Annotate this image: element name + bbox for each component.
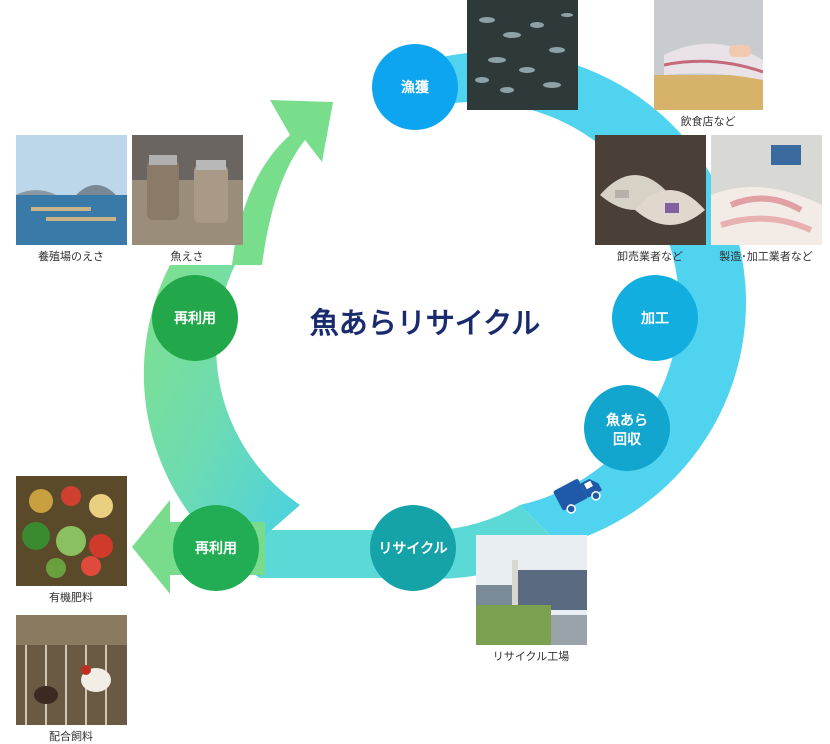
caption-fertilizer: 有機肥料 bbox=[6, 589, 136, 605]
photo-fish-catch bbox=[467, 0, 578, 110]
caption-fish-farm: 養殖場のえさ bbox=[6, 248, 136, 264]
node-reuse-bottom: 再利用 bbox=[173, 505, 259, 591]
caption-restaurant: 飲食店など bbox=[643, 113, 773, 129]
caption-wholesale: 卸売業者など bbox=[585, 248, 715, 264]
node-reuse-bottom-label: 再利用 bbox=[195, 540, 237, 557]
arrow-up-to-catch bbox=[232, 100, 333, 265]
node-collect: 魚あら 回収 bbox=[584, 385, 670, 471]
node-process-label: 加工 bbox=[640, 311, 669, 327]
caption-compound-feed: 配合飼料 bbox=[6, 728, 136, 744]
node-reuse-left: 再利用 bbox=[152, 275, 238, 361]
diagram-title: 魚あらリサイクル bbox=[310, 306, 541, 340]
photo-restaurant bbox=[654, 0, 763, 110]
node-collect-label-1: 魚あら bbox=[606, 412, 648, 429]
node-catch: 漁獲 bbox=[372, 44, 458, 130]
caption-manufacturing: 製造･加工業者など bbox=[701, 248, 830, 264]
photo-fish-farm bbox=[16, 135, 127, 245]
caption-fish-feed: 魚えさ bbox=[122, 248, 252, 264]
node-recycle-label: リサイクル bbox=[378, 541, 447, 557]
photo-fertilizer bbox=[16, 476, 127, 586]
node-recycle: リサイクル bbox=[370, 505, 456, 591]
photo-wholesale bbox=[595, 135, 706, 245]
node-catch-label: 漁獲 bbox=[401, 79, 430, 96]
photo-fish-feed bbox=[132, 135, 243, 245]
node-process: 加工 bbox=[612, 275, 698, 361]
photo-compound-feed bbox=[16, 615, 127, 725]
photo-factory bbox=[476, 535, 587, 645]
node-collect-label-2: 回収 bbox=[613, 431, 642, 448]
photo-manufacturing bbox=[711, 135, 822, 245]
node-reuse-left-label: 再利用 bbox=[174, 310, 216, 327]
caption-factory: リサイクル工場 bbox=[466, 648, 596, 664]
